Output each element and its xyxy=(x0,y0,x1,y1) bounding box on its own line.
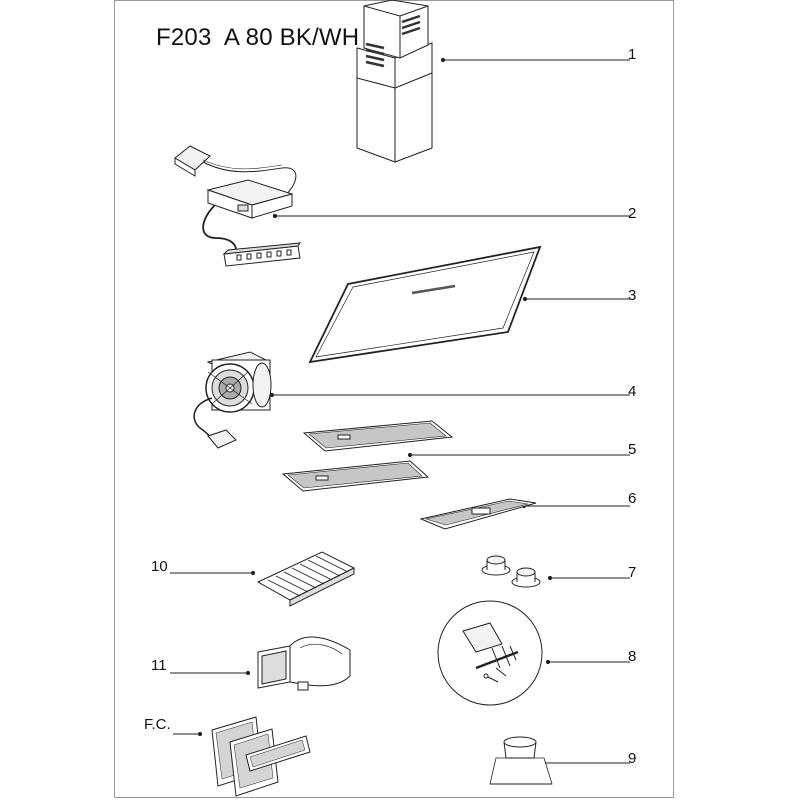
part-8-hardware-kit xyxy=(437,600,543,706)
part-number-2: 2 xyxy=(628,205,637,222)
part-number-5: 5 xyxy=(628,441,637,458)
part-number-11: 11 xyxy=(151,657,167,674)
part-9-outlet xyxy=(489,736,553,785)
part-number-1: 1 xyxy=(628,46,637,63)
part-1-chimney xyxy=(356,0,433,163)
part-4-motor xyxy=(193,351,272,449)
part-fc-charcoal-filters xyxy=(211,716,311,797)
part-11-duct xyxy=(257,636,351,691)
part-number-8: 8 xyxy=(628,648,637,665)
part-number-10: 10 xyxy=(151,558,168,575)
leader-lines xyxy=(170,57,630,766)
part-number-9: 9 xyxy=(628,750,637,767)
part-number-3: 3 xyxy=(628,287,637,304)
part-2-control-unit xyxy=(174,145,302,267)
part-label-fc: F.C. xyxy=(144,716,171,733)
model-title: F203 A 80 BK/WH xyxy=(156,24,360,51)
part-7-caps xyxy=(481,555,541,588)
part-3-glass-panel xyxy=(308,245,542,364)
part-number-4: 4 xyxy=(628,383,637,400)
part-number-7: 7 xyxy=(628,564,637,581)
part-5-grease-filters xyxy=(281,420,454,492)
part-number-6: 6 xyxy=(628,490,637,507)
part-6-filter xyxy=(419,498,537,530)
part-10-grille xyxy=(256,551,356,607)
